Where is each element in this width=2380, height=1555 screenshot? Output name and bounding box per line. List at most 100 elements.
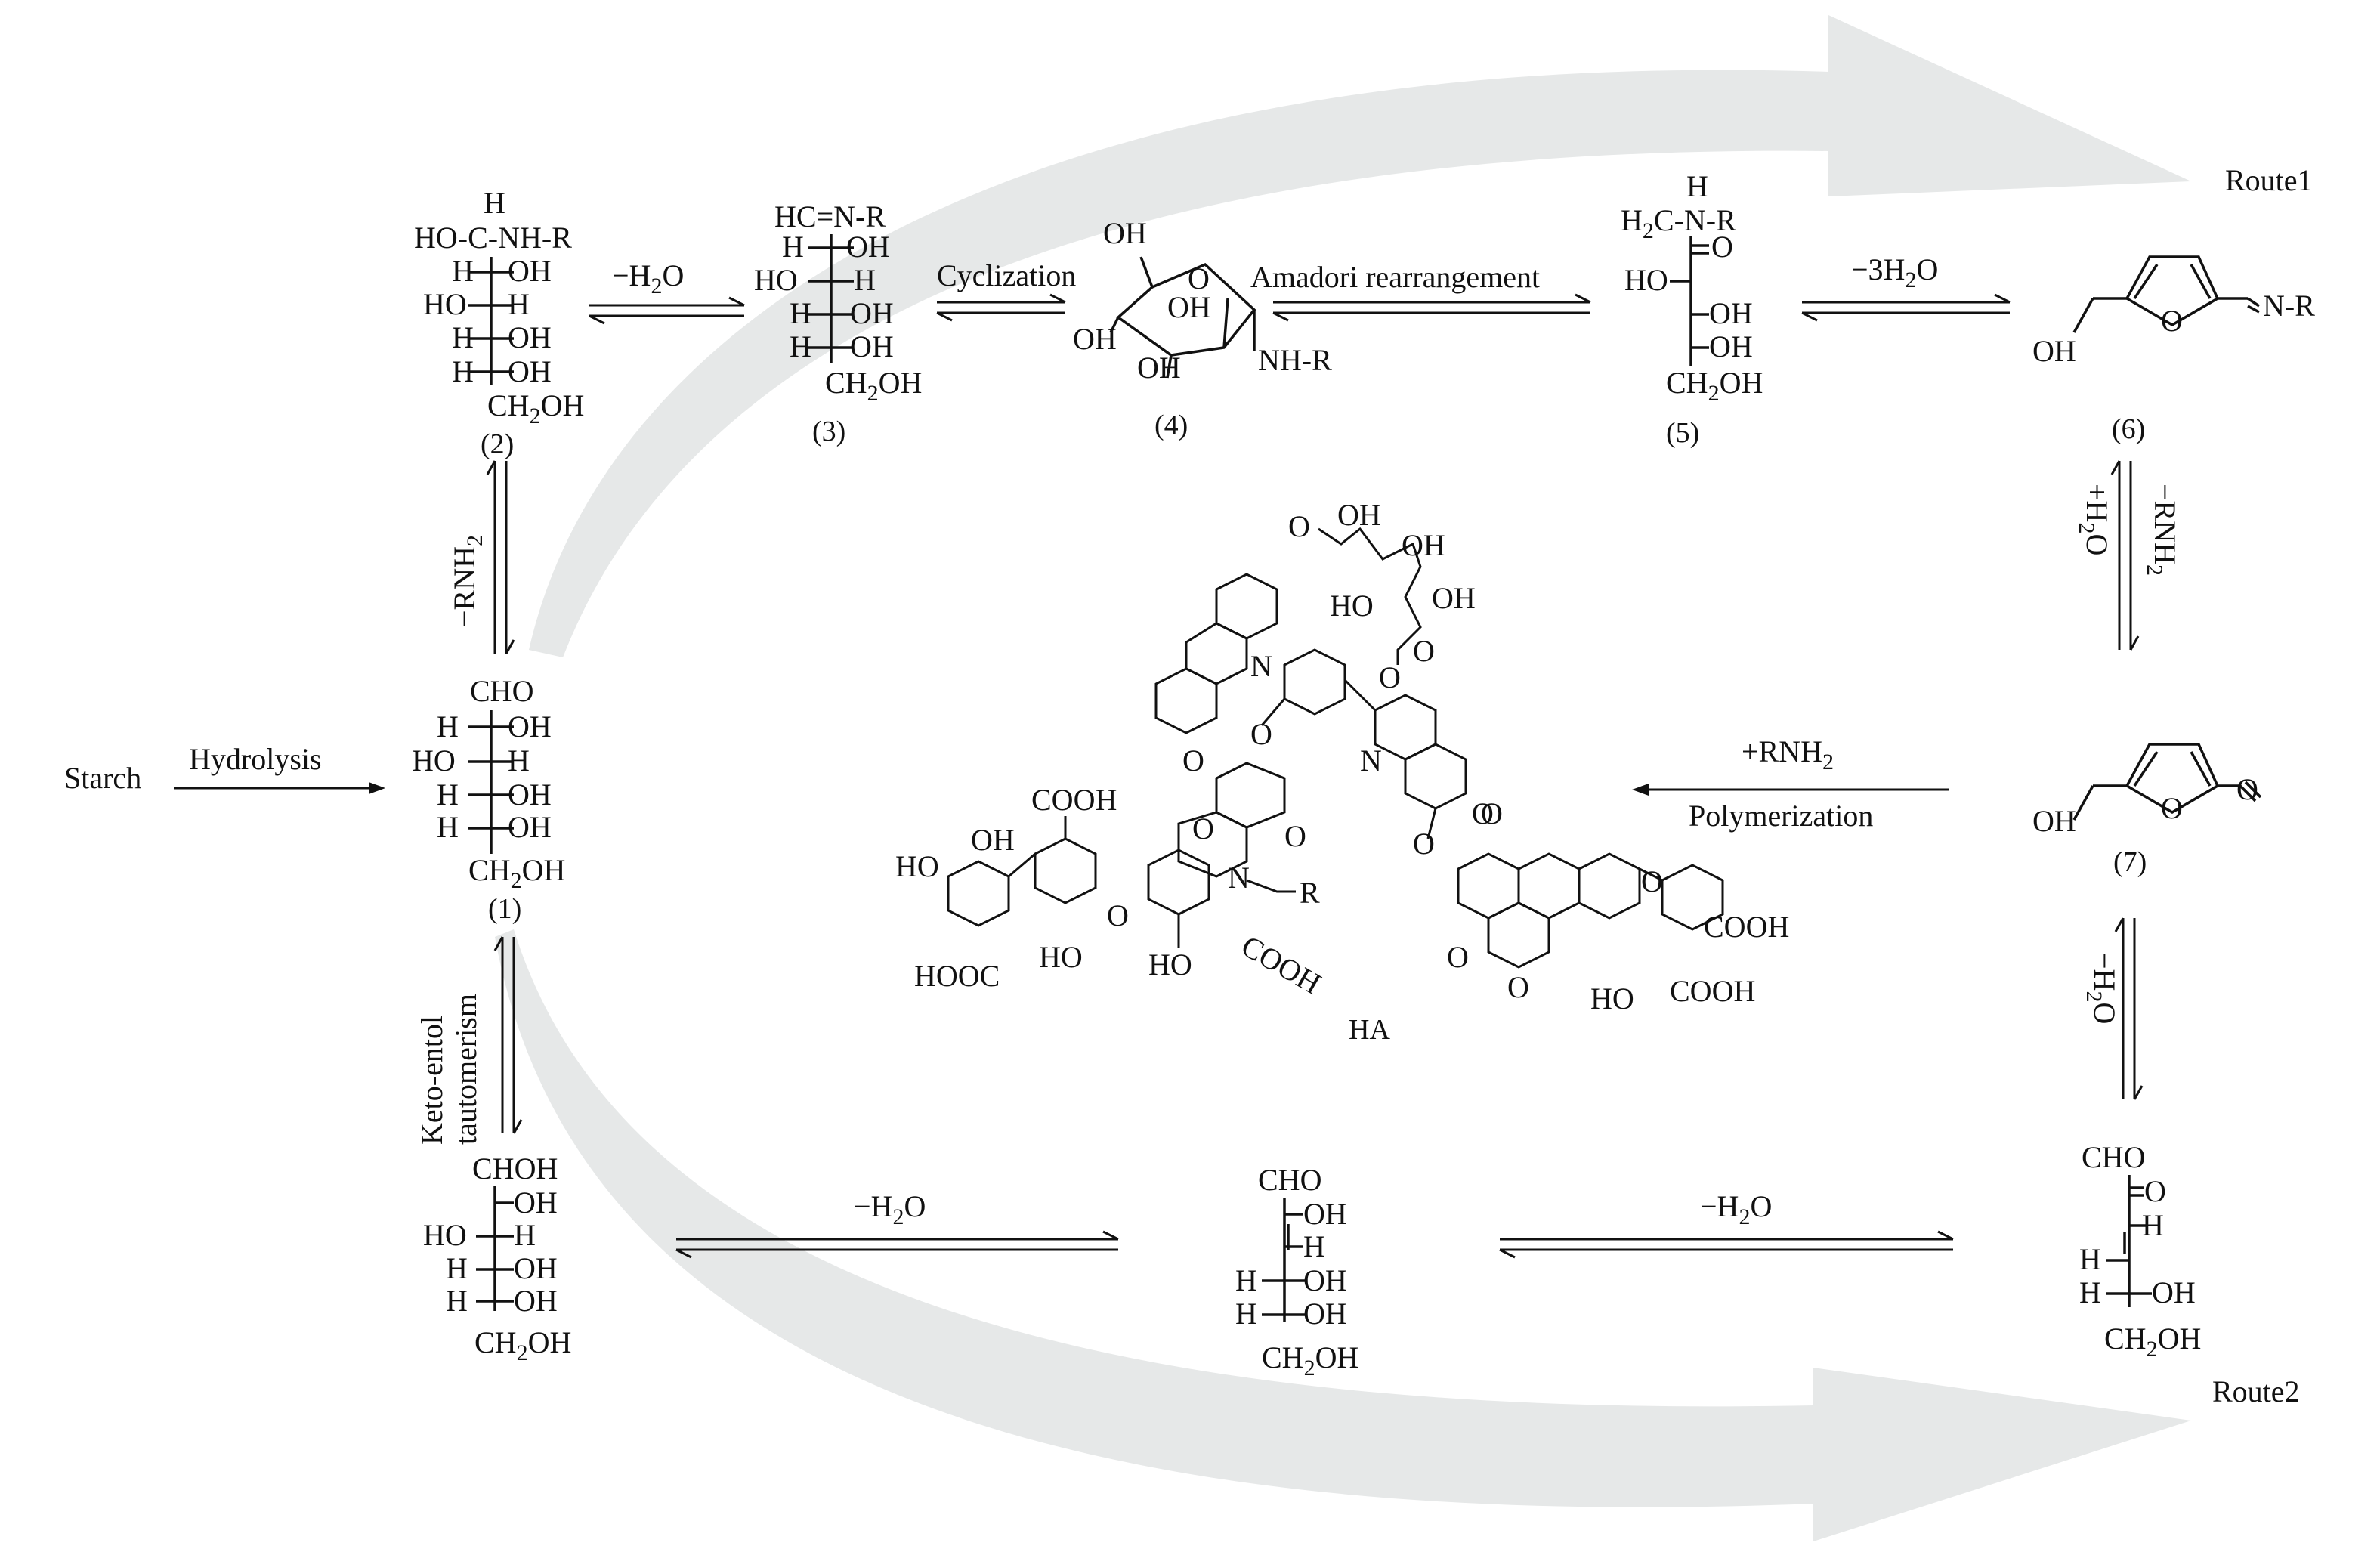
c5-ho: HO	[1624, 263, 1668, 297]
ha-ho6: HO	[895, 849, 939, 883]
c1-h1: H	[437, 709, 459, 743]
arrow-b2-b3	[1499, 1230, 1954, 1259]
arrow-2-3	[589, 296, 745, 325]
ha-ho3: HO	[1330, 589, 1374, 623]
compound-b1: CHOH OH HO H H OH H OH CH2OH	[423, 1152, 571, 1365]
b1-h4: H	[446, 1284, 468, 1318]
ha-cooh2: COOH	[1031, 783, 1117, 817]
arrow-6-7-right: −RNH2	[2142, 484, 2182, 576]
ha-o1: O	[1288, 509, 1310, 543]
route2-arrow	[495, 929, 2191, 1541]
compound-7: O O OH (7)	[2032, 743, 2262, 878]
b2-oh4: OH	[1303, 1297, 1347, 1331]
route2-label: Route2	[2212, 1374, 2300, 1408]
b3-h2: H	[2079, 1242, 2101, 1276]
compound-b2: CHO OH H H OH H OH CH2OH	[1235, 1163, 1358, 1380]
c3-h4: H	[790, 329, 811, 363]
c5-id: (5)	[1666, 417, 1699, 449]
b2-oh3: OH	[1303, 1263, 1347, 1297]
ha-o5: O	[1413, 634, 1435, 668]
ha-o10: O	[1182, 743, 1204, 778]
arrow-7-ha-bottom: Polymerization	[1689, 799, 1873, 833]
arrow-b1-b2-label: −H2O	[854, 1189, 926, 1229]
hydrolysis-label: Hydrolysis	[189, 742, 322, 776]
ha-cooh3: COOH	[1704, 910, 1789, 944]
arrow-1-b1-label2: tautomerism	[449, 994, 483, 1145]
b1-ho2: HO	[423, 1218, 467, 1252]
c5-oh1: OH	[1709, 296, 1753, 330]
c3-ch2oh: CH2OH	[825, 366, 922, 406]
arrow-3-4	[936, 293, 1066, 322]
c2-oh4: OH	[508, 354, 552, 388]
arrow-6-7	[2110, 460, 2140, 651]
ha-n2: N	[1360, 743, 1382, 778]
ha-ho4: HO	[1148, 948, 1192, 982]
compound-b3: CHO O H H H OH CH2OH	[2079, 1140, 2201, 1362]
arrow-7-ha-top: +RNH2	[1742, 734, 1834, 774]
c2-h-top: H	[484, 186, 505, 220]
c4-oh-left: OH	[1073, 322, 1117, 356]
compound-1: CHO H OH HO H H OH H OH CH2OH (1)	[412, 674, 565, 925]
c4-o-ring: O	[1188, 261, 1210, 295]
c5-h: H	[1686, 169, 1708, 203]
b1-oh4: OH	[514, 1284, 558, 1318]
c1-id: (1)	[488, 893, 521, 925]
ha-o11: O	[1284, 819, 1306, 853]
ha-oh4: OH	[1432, 581, 1476, 615]
b3-line1: CHO	[2082, 1140, 2145, 1174]
c2-id: (2)	[481, 428, 514, 460]
c3-h1: H	[782, 230, 804, 264]
arrow-4-5	[1272, 293, 1591, 322]
c2-ch2oh: CH2OH	[487, 388, 584, 428]
c1-oh4: OH	[508, 810, 552, 844]
c2-h1: H	[452, 254, 474, 288]
c2-h3: H	[452, 320, 474, 354]
c6-nr: N-R	[2263, 289, 2315, 323]
c1-oh3: OH	[508, 778, 552, 812]
c3-h2: H	[854, 263, 876, 297]
ha-o9: O	[1250, 717, 1272, 751]
c1-h2: H	[508, 743, 530, 778]
c7-o: O	[2236, 772, 2258, 806]
ha-id: HA	[1349, 1014, 1390, 1046]
c1-h3: H	[437, 778, 459, 812]
compound-5: H H2C-N-R O HO OH OH CH2OH (5)	[1621, 169, 1763, 449]
ha-ho7: HO	[1590, 982, 1634, 1016]
c3-line1: HC=N-R	[774, 199, 886, 233]
c5-o: O	[1711, 230, 1733, 264]
arrow-6-7-left: +H2O	[2074, 484, 2114, 555]
c3-oh3: OH	[850, 296, 894, 330]
c5-oh2: OH	[1709, 329, 1753, 363]
c3-h3: H	[790, 296, 811, 330]
b1-line1: CHOH	[472, 1152, 558, 1186]
compound-6: O N-R OH (6)	[2032, 255, 2315, 445]
b1-oh1: OH	[514, 1186, 558, 1220]
ha-ho5: HO	[1039, 940, 1083, 974]
ha-cooh4: COOH	[1670, 974, 1755, 1008]
c1-ch2oh: CH2OH	[468, 853, 565, 893]
hydrolysis-arrow	[174, 782, 385, 794]
arrow-1-2	[486, 460, 515, 654]
b3-oh3: OH	[2152, 1275, 2196, 1309]
b2-h2: H	[1303, 1229, 1325, 1263]
c3-oh4: OH	[850, 329, 894, 363]
b1-ch2oh: CH2OH	[474, 1325, 571, 1365]
ha-o17: O	[1641, 864, 1663, 898]
c1-oh1: OH	[508, 709, 552, 743]
route1-label: Route1	[2225, 163, 2313, 197]
b2-h4: H	[1235, 1297, 1257, 1331]
compound-3: HC=N-R H OH HO H H OH H OH CH2OH (3)	[754, 199, 922, 447]
c3-id: (3)	[812, 416, 845, 447]
compound-4: OH O OH OH OH NH-R (4)	[1073, 216, 1332, 441]
arrow-b2-b3-label: −H2O	[1700, 1189, 1772, 1229]
c2-line1: HO-C-NH-R	[414, 221, 572, 255]
arrow-3-4-label: Cyclization	[937, 258, 1076, 292]
c4-oh-mid: OH	[1167, 290, 1211, 324]
c7-oh: OH	[2032, 804, 2076, 838]
arrow-1-b1	[493, 936, 523, 1134]
c5-ch2oh: CH2OH	[1666, 366, 1763, 406]
b1-h3: H	[446, 1251, 468, 1285]
ha-cooh1: COOH	[1236, 929, 1328, 1001]
b2-ch2oh: CH2OH	[1262, 1340, 1358, 1380]
c2-ho2: HO	[423, 287, 467, 321]
